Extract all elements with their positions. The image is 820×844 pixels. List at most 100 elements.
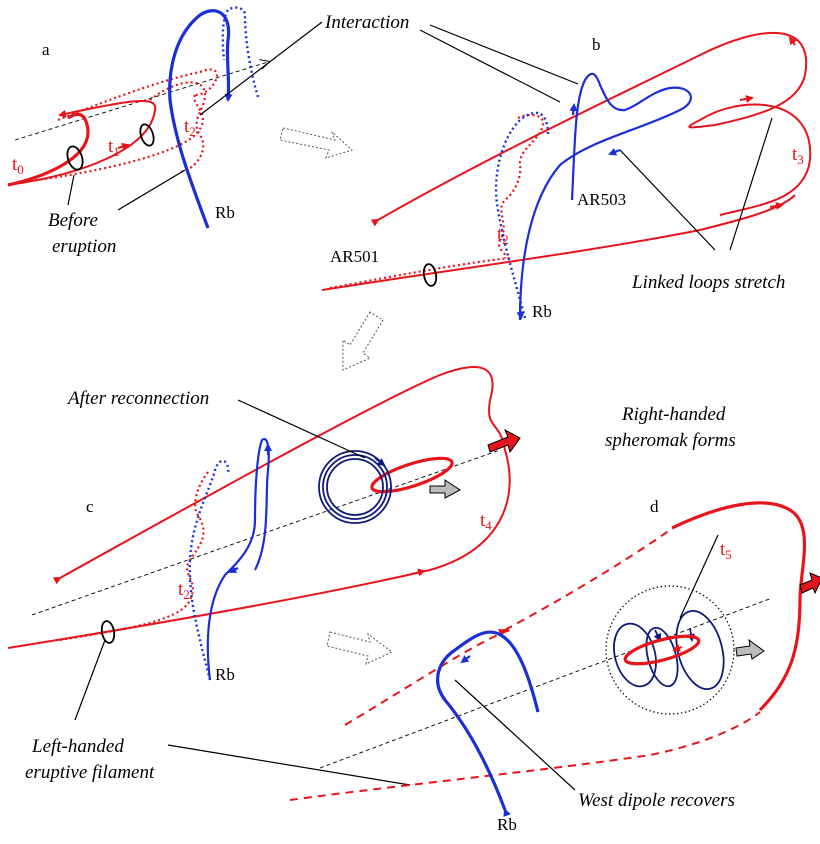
panel-c-navy-ring-3	[326, 458, 384, 516]
arrow-c-to-d	[326, 631, 393, 665]
panel-c-letter: c	[86, 497, 94, 516]
panel-c-t4-label: t4	[480, 510, 492, 533]
panel-a-t2-loop	[149, 81, 207, 174]
panel-a-twist-1	[66, 145, 84, 171]
panel-b-blue-arrow-3	[516, 304, 525, 320]
panel-d-navy-arrow-1	[653, 629, 661, 642]
panel-c-leader-left	[74, 639, 106, 721]
panel-c-navy-arrow	[374, 457, 386, 467]
panel-b-blue-dotted	[494, 111, 550, 319]
interaction-leader-b1	[429, 24, 579, 85]
panel-b-t3-label: t3	[792, 144, 804, 167]
panel-d-navy-loop-3	[675, 610, 725, 690]
panel-c-t4-arrow	[411, 568, 426, 577]
panel-d: d t5 Rb Right-handed spheromak forms	[289, 404, 820, 834]
panel-b-rb-label: Rb	[532, 302, 552, 321]
panel-a-leader-1	[67, 174, 75, 206]
panel-b-blue-loop	[518, 72, 692, 321]
left-handed-callout: Left-handed eruptive filament	[25, 736, 411, 786]
panel-b-blue-arrow-1	[569, 103, 578, 116]
panel-d-rb-label: Rb	[497, 815, 517, 834]
panel-d-red-arrow	[799, 572, 820, 595]
panel-c-blue-dotted	[188, 459, 230, 681]
panel-c-t4-loop	[7, 366, 511, 649]
panel-d-dashed-line-1	[344, 629, 511, 726]
panel-b-letter: b	[592, 35, 601, 54]
panel-d-navy-arrow-2	[687, 627, 695, 642]
panel-d-red-ring	[623, 634, 701, 666]
panel-a-outer-dotted-lower	[14, 94, 204, 185]
panel-c-t2-loop	[59, 469, 211, 642]
panel-c-navy-ring-1	[318, 450, 392, 524]
interaction-label: Interaction	[324, 12, 409, 33]
panel-d-spheromak-boundary	[605, 585, 735, 715]
panel-a-axis	[14, 62, 268, 141]
panel-a-note-line2: eruption	[52, 236, 116, 257]
panel-d-note-line1: Right-handed	[621, 404, 726, 425]
panel-d-west-dipole	[435, 630, 540, 818]
panel-b: b t2 t3 Rb AR503 AR501 Linked loops stre…	[321, 31, 812, 321]
panel-a-twist-2	[139, 123, 155, 147]
panel-d-navy-loop-1	[613, 622, 657, 688]
panel-d-leader-spheromak	[679, 534, 719, 619]
left-handed-line1: Left-handed	[31, 736, 124, 757]
panel-a-rb-label: Rb	[215, 203, 235, 222]
panel-b-twist	[422, 263, 438, 287]
panel-d-gray-arrow	[735, 638, 765, 660]
panel-b-lower-line	[321, 194, 796, 291]
panel-a: a t0 t1 t2 Rb Before eruption	[7, 6, 268, 257]
panel-a-t0-loop	[7, 112, 90, 187]
interaction-callout: Interaction	[199, 12, 579, 116]
panel-c-red-ring	[370, 456, 454, 494]
panel-a-blue-loop	[168, 9, 233, 229]
arrow-a-to-b	[279, 127, 353, 159]
panel-b-blue-arrow-2	[608, 148, 621, 156]
panel-c: c t2 t4 Rb After reconnection	[7, 366, 521, 721]
panel-a-note-line1: Before	[48, 210, 98, 231]
panel-b-t2-label: t2	[497, 224, 509, 247]
panel-c-note: After reconnection	[66, 388, 209, 409]
panel-a-t1-label: t1	[108, 136, 120, 159]
panel-d-axis	[319, 597, 773, 769]
panel-b-t2-loop	[497, 113, 545, 259]
panel-c-leader-after	[237, 399, 366, 459]
panel-d-t5-label: t5	[720, 539, 732, 562]
panel-d-note-west: West dipole recovers	[578, 790, 735, 811]
panel-b-note: Linked loops stretch	[631, 272, 785, 293]
left-handed-line2: eruptive filament	[25, 762, 155, 783]
panel-b-leader-2	[729, 117, 773, 251]
panel-c-navy-ring-2	[322, 454, 388, 520]
panel-b-t3-loop	[370, 31, 812, 227]
panel-d-letter: d	[650, 497, 659, 516]
panel-c-twist	[100, 620, 116, 644]
panel-d-blue-arrow	[460, 655, 471, 664]
panel-d-leader-west	[454, 679, 576, 791]
panel-d-t5-loop	[671, 501, 807, 712]
panel-b-ar501-label: AR501	[330, 247, 379, 266]
panel-a-t1-arrow	[117, 142, 130, 151]
panel-a-t0-label: t0	[12, 154, 24, 177]
panel-c-blue-arrow-2	[228, 565, 239, 573]
panel-b-leader-1	[619, 149, 716, 251]
panel-c-red-arrow	[487, 428, 521, 454]
panel-c-blue-loop	[206, 437, 270, 681]
panel-a-t2-label: t2	[184, 116, 196, 139]
panel-d-red-ring-arrow	[672, 644, 683, 652]
panel-a-outer-dotted-loop	[57, 68, 219, 122]
panel-c-rb-label: Rb	[215, 665, 235, 684]
panel-b-t3-arrow-2	[739, 95, 754, 103]
panel-a-blue-dotted-far	[221, 6, 260, 98]
panel-a-leader-2	[117, 169, 186, 211]
interaction-leader-b2	[419, 29, 561, 103]
panel-c-gray-arrow	[429, 479, 461, 499]
panel-b-lower-dotted	[329, 256, 511, 290]
panel-d-dashed-line-3	[289, 711, 761, 801]
left-handed-leader	[167, 744, 411, 786]
panel-b-ar503-label: AR503	[577, 190, 626, 209]
panel-a-t1-loop	[7, 100, 157, 186]
arrow-b-to-c	[342, 311, 384, 371]
panel-d-note-line2: spheromak forms	[605, 430, 736, 451]
panel-c-t2-label: t2	[178, 579, 190, 602]
panel-b-t3-arrow-1	[788, 36, 797, 46]
